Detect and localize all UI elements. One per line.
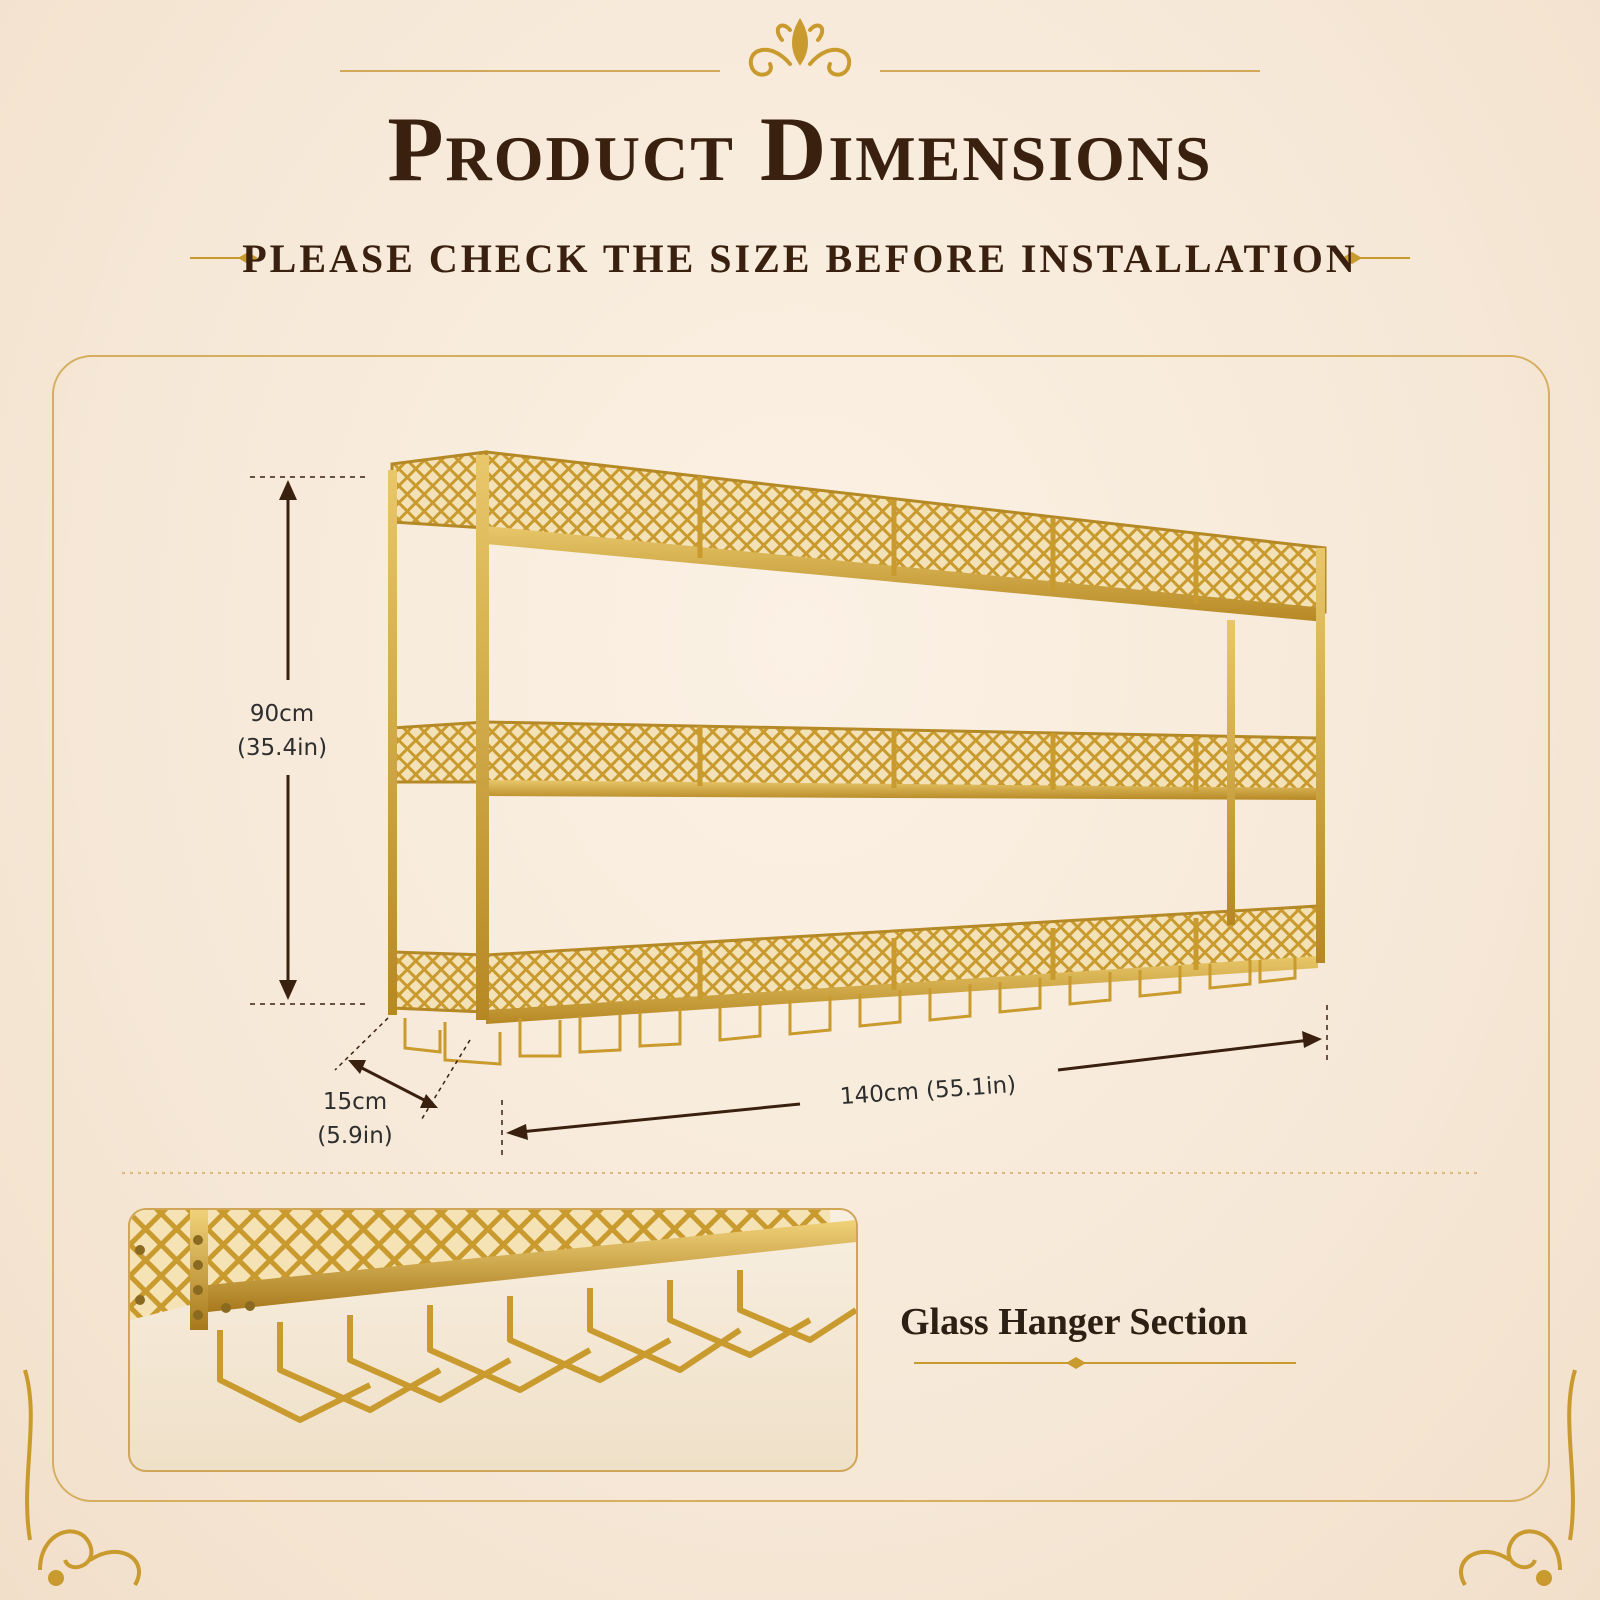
height-imperial: (35.4in) bbox=[236, 735, 328, 761]
height-metric: 90cm bbox=[249, 701, 315, 727]
page-subtitle: PLEASE CHECK THE SIZE BEFORE INSTALLATIO… bbox=[242, 236, 1358, 281]
top-shelf bbox=[390, 450, 1327, 622]
top-ornament bbox=[340, 17, 1260, 77]
glass-hanger-closeup bbox=[128, 1208, 858, 1472]
corner-ornament-right bbox=[1459, 1369, 1577, 1587]
shelf-uprights bbox=[388, 455, 1325, 1020]
label-underline bbox=[914, 1357, 1296, 1369]
middle-shelf bbox=[390, 720, 1320, 800]
closeup-illustration bbox=[130, 1210, 856, 1423]
page-title: Product Dimensions bbox=[387, 98, 1213, 200]
bottom-shelf bbox=[390, 904, 1320, 1024]
glass-hangers bbox=[403, 956, 1297, 1066]
content-frame bbox=[52, 355, 1550, 1502]
subtitle-ornaments bbox=[190, 252, 1410, 264]
height-label: 90cm (35.4in) bbox=[222, 697, 342, 765]
depth-arrow bbox=[334, 1017, 471, 1123]
detail-label: Glass Hanger Section bbox=[900, 1301, 1248, 1343]
depth-imperial: (5.9in) bbox=[317, 1123, 393, 1149]
width-arrow bbox=[501, 1005, 1328, 1155]
corner-ornament-left bbox=[23, 1369, 141, 1587]
depth-metric: 15cm bbox=[322, 1089, 388, 1115]
height-arrow bbox=[250, 476, 365, 1005]
depth-label: 15cm (5.9in) bbox=[300, 1085, 410, 1153]
